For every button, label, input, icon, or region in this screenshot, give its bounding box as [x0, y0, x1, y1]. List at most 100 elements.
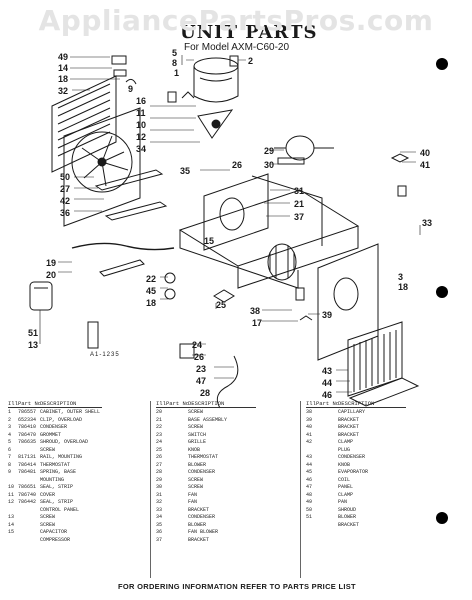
callout-number: 26 [194, 352, 205, 362]
callout-number: 50 [60, 172, 71, 182]
cell-illus: 50 [306, 506, 313, 513]
cell-desc: CAPACITOR [40, 529, 68, 535]
table-header: Illus. No.Part No.DESCRIPTION [156, 401, 256, 408]
cell-illus: 39 [306, 416, 313, 423]
fan-shroud-part [63, 107, 141, 227]
table-row: 45 EVAPORATOR [306, 469, 406, 477]
cell-illus: 12 [8, 499, 15, 505]
header-illus: Illus. No. [156, 401, 166, 407]
binder-hole-middle [436, 286, 448, 298]
cell-illus: 34 [156, 514, 163, 520]
binder-hole-top [436, 58, 448, 70]
callout-number: 24 [192, 340, 203, 350]
cell-desc: BRACKET [188, 536, 210, 543]
callout-number: 31 [294, 186, 305, 196]
cell-desc: BRACKET [338, 416, 360, 423]
header-part: Part No. [18, 401, 40, 407]
cell-desc: CLAMP [338, 491, 354, 498]
callout-number: 45 [146, 286, 157, 296]
cell-desc: CAPILLARY [338, 409, 366, 415]
cell-part: 786414 [18, 461, 37, 468]
spring-part [125, 78, 137, 85]
callout-number: 47 [196, 376, 207, 386]
cell-desc: SCREW [40, 514, 56, 520]
cell-illus: 30 [156, 484, 163, 490]
callout-number: 22 [146, 274, 157, 284]
cell-desc: CLAMP [338, 439, 354, 445]
cell-desc: SPRING, BASE [40, 469, 77, 475]
header-desc: DESCRIPTION [40, 401, 77, 407]
cell-desc: FAN [188, 499, 198, 505]
callout-number: 43 [322, 366, 333, 376]
cell-part: 786740 [18, 491, 37, 498]
cell-illus: 26 [156, 454, 163, 460]
cell-desc: SCREW [40, 521, 56, 528]
callout-number: 12 [136, 132, 147, 142]
cell-illus: 45 [306, 469, 313, 475]
cell-illus: 14 [8, 521, 15, 528]
callout-number: 25 [216, 300, 227, 310]
cell-desc: CONDENSER [188, 469, 216, 475]
callout-number: 49 [58, 52, 69, 62]
parts-table-col-3: Illus. No.Part No.DESCRIPTION 38CAPILLAR… [306, 401, 406, 529]
cell-desc: SCREW [188, 484, 204, 490]
cell-desc: SHROUD, OVERLOAD [40, 439, 89, 445]
callout-number: 2 [248, 56, 254, 66]
cell-desc: PANEL [338, 484, 354, 490]
cell-desc: KNOB [188, 446, 201, 453]
cell-part: 786410 [18, 424, 37, 430]
callout-number: 28 [200, 388, 211, 398]
cell-illus: 3 [8, 424, 12, 430]
clip-part [111, 55, 127, 65]
callout-number: 33 [422, 218, 433, 228]
cell-illus: 46 [306, 476, 313, 483]
cell-illus: 29 [156, 476, 163, 483]
cell-desc: CONDENSER [338, 454, 366, 460]
bracket-right-part [397, 185, 407, 197]
binder-hole-bottom [436, 512, 448, 524]
cell-desc: SCREW [40, 446, 56, 453]
callout-number: 32 [58, 86, 69, 96]
callout-number: 46 [322, 390, 333, 400]
cell-desc: PLUG [338, 446, 351, 453]
condenser-coil-part [51, 75, 117, 173]
cell-desc: EVAPORATOR [338, 469, 369, 475]
callout-number: 40 [420, 148, 431, 158]
cell-desc: SCREW [188, 476, 204, 483]
rail-part [94, 169, 164, 191]
callout-number: 13 [28, 340, 39, 350]
cell-desc: BASE ASSEMBLY [188, 416, 228, 423]
cell-illus: 49 [306, 499, 313, 505]
cell-desc: COVER [40, 491, 56, 498]
cell-illus: 41 [306, 431, 313, 438]
cell-illus: 9 [8, 469, 12, 475]
cell-illus: 37 [156, 536, 163, 543]
cell-illus: 5 [8, 439, 12, 445]
cell-desc: SCREW [188, 424, 204, 430]
cell-desc: COMPRESSOR [40, 536, 71, 543]
callout-number: 20 [46, 270, 57, 280]
callout-number: 37 [294, 212, 305, 222]
cell-illus: 51 [306, 514, 313, 520]
callout-number: 14 [58, 63, 69, 73]
callout-number: 10 [136, 120, 147, 130]
